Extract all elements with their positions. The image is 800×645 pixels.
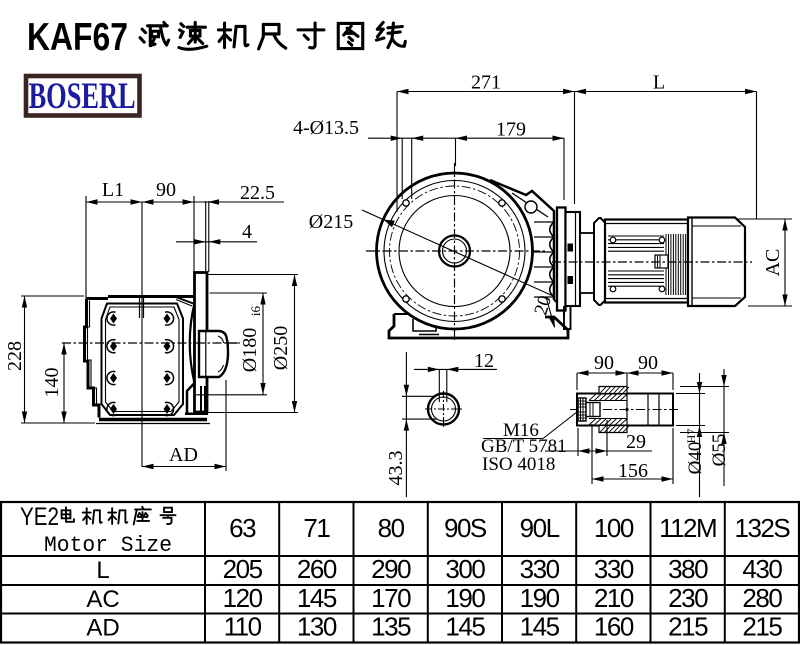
svg-text:90: 90 [594, 352, 614, 374]
svg-text:179: 179 [496, 119, 526, 141]
svg-text:L: L [96, 557, 109, 584]
svg-text:4: 4 [242, 221, 252, 243]
svg-text:110: 110 [224, 612, 262, 642]
svg-text:Ø40: Ø40 [685, 442, 706, 475]
svg-text:KAF67: KAF67 [27, 16, 128, 59]
svg-text:215: 215 [742, 612, 782, 642]
svg-text:112M: 112M [659, 513, 716, 543]
svg-text:380: 380 [668, 554, 708, 584]
svg-text:Ø215: Ø215 [309, 211, 353, 233]
svg-text:230: 230 [668, 583, 708, 613]
svg-text:210: 210 [594, 583, 634, 613]
svg-text:4-Ø13.5: 4-Ø13.5 [293, 117, 359, 139]
svg-text:L: L [653, 72, 665, 94]
svg-text:43.3: 43.3 [385, 451, 407, 486]
svg-text:AD: AD [86, 615, 119, 642]
svg-text:330: 330 [520, 554, 560, 584]
svg-text:GB/T 5781: GB/T 5781 [481, 436, 567, 457]
svg-text:Ø250: Ø250 [270, 326, 292, 370]
svg-text:Ø180: Ø180 [239, 328, 261, 372]
svg-text:271: 271 [471, 72, 501, 94]
svg-text:215: 215 [668, 612, 708, 642]
svg-text:330: 330 [594, 554, 634, 584]
svg-text:228: 228 [4, 341, 26, 371]
svg-text:290: 290 [371, 554, 411, 584]
svg-text:90: 90 [638, 352, 658, 374]
svg-text:80: 80 [378, 513, 405, 543]
svg-text:AD: AD [169, 444, 198, 466]
svg-text:63: 63 [229, 513, 256, 543]
svg-text:ISO 4018: ISO 4018 [482, 454, 555, 475]
svg-text:190: 190 [445, 583, 485, 613]
svg-text:300: 300 [445, 554, 485, 584]
svg-text:135: 135 [371, 612, 411, 642]
svg-text:120: 120 [223, 583, 263, 613]
svg-text:132S: 132S [735, 513, 791, 543]
svg-text:130: 130 [297, 612, 337, 642]
svg-text:90S: 90S [444, 513, 487, 543]
svg-text:L1: L1 [102, 179, 124, 201]
svg-text:145: 145 [445, 612, 485, 642]
svg-text:205: 205 [223, 554, 263, 584]
svg-text:145: 145 [520, 612, 560, 642]
svg-text:280: 280 [742, 583, 782, 613]
svg-text:100: 100 [594, 513, 634, 543]
svg-text:29: 29 [626, 431, 646, 453]
svg-text:12: 12 [474, 350, 494, 372]
svg-text:YE2: YE2 [20, 503, 59, 531]
svg-text:140: 140 [41, 368, 63, 398]
svg-text:430: 430 [742, 554, 782, 584]
svg-text:Motor Size: Motor Size [44, 533, 172, 558]
svg-text:71: 71 [303, 513, 330, 543]
svg-text:160: 160 [594, 612, 634, 642]
svg-text:145: 145 [297, 583, 337, 613]
svg-text:BOSERL: BOSERL [29, 76, 136, 117]
svg-text:156: 156 [618, 460, 648, 482]
svg-text:AC: AC [86, 586, 119, 613]
svg-text:M16: M16 [503, 420, 539, 441]
svg-text:260: 260 [297, 554, 337, 584]
svg-text:22.5: 22.5 [240, 182, 275, 204]
svg-text:i6: i6 [248, 305, 263, 316]
svg-text:90: 90 [156, 179, 176, 201]
svg-text:90L: 90L [520, 513, 560, 543]
svg-text:Ø55: Ø55 [709, 434, 730, 467]
svg-text:170: 170 [371, 583, 411, 613]
svg-text:AC: AC [762, 249, 784, 277]
svg-text:H7: H7 [684, 429, 698, 444]
svg-text:190: 190 [520, 583, 560, 613]
